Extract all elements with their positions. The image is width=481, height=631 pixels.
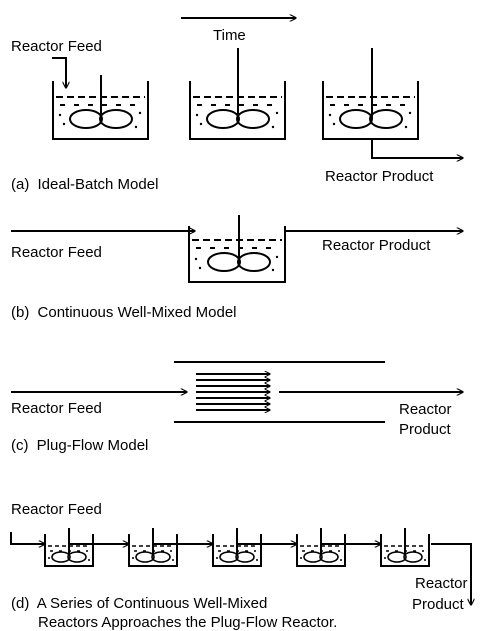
c-feed-label: Reactor Feed [11,400,102,417]
d-mini-tank-3 [212,528,262,567]
b-tank [188,215,286,283]
b-caption: (b) Continuous Well-Mixed Model [11,304,237,321]
a-tank-3 [322,48,419,140]
d-connector-arrow-1 [68,534,129,544]
a-feed-arrow [52,57,66,88]
d-mini-tank-5 [380,528,430,567]
c-caption-letter: (c) [11,437,29,454]
c-product-line1: Reactor [399,401,452,418]
a-tank-2 [189,48,286,140]
d-product-line1: Reactor [415,575,468,592]
d-caption-1: (d) A Series of Continuous Well-Mixed [11,595,267,612]
b-product-label: Reactor Product [322,237,431,254]
d-reactor-series [44,528,430,567]
d-feed-arrow [10,532,45,544]
d-mini-tank-4 [296,528,346,567]
d-connector-arrow-2 [152,534,213,544]
a-feed-label: Reactor Feed [11,38,102,55]
d-mini-tank-2 [128,528,178,567]
d-connector-arrow-3 [236,534,297,544]
d-product-line2: Product [412,596,465,613]
a-caption: (a) Ideal-Batch Model [11,176,158,193]
a-time-label: Time [213,27,246,44]
a-product-arrow [371,139,463,158]
panel-a: Reactor Feed Time [11,18,463,193]
d-caption-line1: A Series of Continuous Well-Mixed [37,595,268,612]
a-tank-1 [52,75,149,140]
panel-b: Reactor Feed Reactor Product (b) Continu… [11,215,463,321]
c-plug-flow-arrows [196,374,270,410]
d-feed-label: Reactor Feed [11,501,102,518]
d-connector-arrow-4 [320,534,381,544]
c-product-line2: Product [399,421,452,438]
a-caption-text: Ideal-Batch Model [38,176,159,193]
a-caption-letter: (a) [11,176,29,193]
d-caption-2: Reactors Approaches the Plug-Flow Reacto… [38,614,337,631]
c-caption: (c) Plug-Flow Model [11,437,148,454]
b-caption-text: Continuous Well-Mixed Model [38,304,237,321]
d-caption-letter: (d) [11,595,29,612]
a-product-label: Reactor Product [325,168,434,185]
b-feed-label: Reactor Feed [11,244,102,261]
b-caption-letter: (b) [11,304,29,321]
panel-c: Reactor Feed Reactor Product (c) Plug-Fl… [11,361,463,454]
d-product-arrow [431,543,471,605]
c-caption-text: Plug-Flow Model [37,437,149,454]
d-mini-tank-1 [44,528,94,567]
panel-d: Reactor Feed Reactor Product (d) A Serie… [10,501,471,631]
